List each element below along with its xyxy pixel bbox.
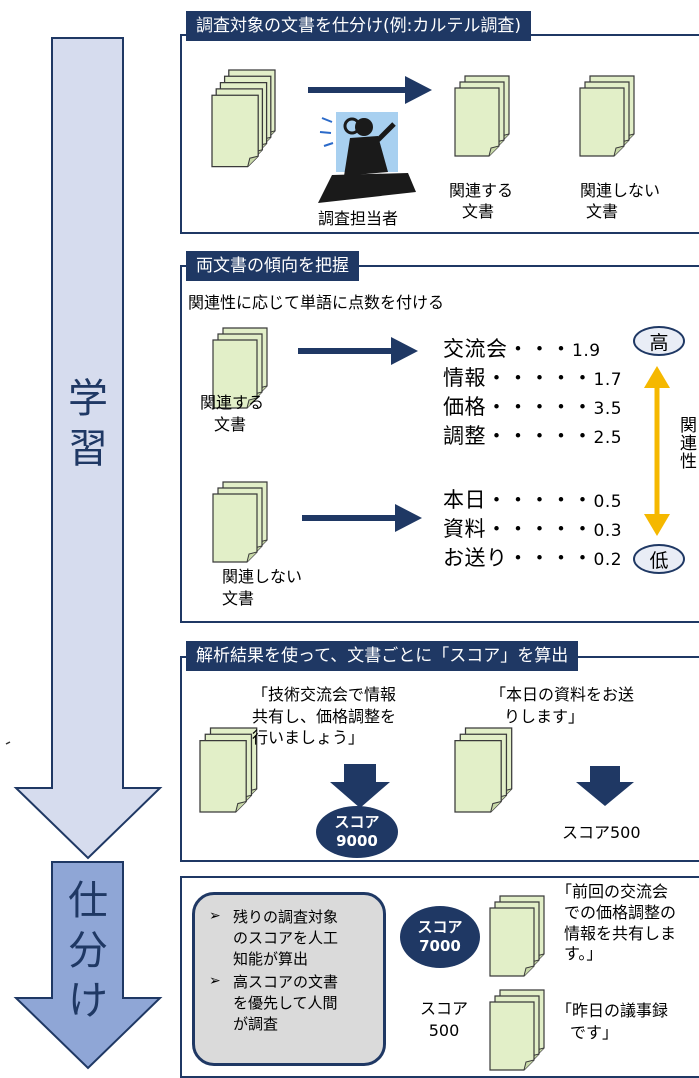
quote2-line: りします」 (504, 706, 585, 726)
tick-mark (5, 741, 11, 745)
related-doc-label-2: 文書 (462, 202, 495, 221)
keyword-row: 調整・・・・・2.5 (443, 420, 622, 450)
section2-title: 両文書の傾向を把握 (186, 251, 359, 281)
keyword-score: 3.5 (593, 399, 623, 419)
bullet-line: 残りの調査対象 (233, 908, 339, 926)
keyword-score: 1.9 (572, 341, 601, 361)
relevance-char: 連 (680, 433, 697, 454)
score-value: 9000 (336, 832, 378, 850)
quote1: 「技術交流会で情報 共有し、価格調整を 行いましょう」 (252, 684, 396, 749)
quote-line: での価格調整の (564, 902, 677, 922)
section1-graphics (212, 70, 634, 203)
bullet-line: のスコアを人工 (233, 929, 339, 947)
quote1-line: 「技術交流会で情報 (252, 685, 397, 704)
keyword-word: お送り・・・・ (443, 546, 594, 570)
keyword-row: 情報・・・・・1.7 (443, 362, 622, 392)
keyword-score: 0.5 (593, 492, 623, 512)
quote2-line: 「本日の資料をお送 (490, 685, 635, 704)
relevance-label: 関 連 性 (680, 416, 697, 472)
keyword-row: 価格・・・・・3.5 (443, 391, 622, 421)
relevance-char: 性 (680, 451, 697, 472)
bullet-line: が調査 (233, 1015, 279, 1033)
sorting-char-2: 分 (68, 928, 108, 974)
keyword-word: 本日・・・・・ (443, 488, 594, 512)
sorting-char-3: け (68, 978, 108, 1024)
high-badge: 高 (633, 326, 685, 356)
learning-arrow (13, 37, 163, 860)
keyword-word: 調整・・・・・ (443, 424, 594, 448)
quote-line: 「前回の交流会 (556, 882, 669, 901)
quote-line: 情報を共有しま (564, 923, 677, 943)
keyword-row: 本日・・・・・0.5 (443, 484, 622, 514)
quote-low: 「昨日の議事録 です」 (556, 1000, 668, 1043)
section3-graphics (200, 728, 634, 812)
quote-line: 「昨日の議事録 (556, 1001, 669, 1020)
s2-related-label-2: 文書 (214, 415, 247, 434)
keyword-row: 交流会・・・1.9 (443, 333, 601, 363)
keyword-score: 2.5 (593, 428, 623, 448)
section4-graphics (490, 896, 544, 1070)
section3-title: 解析結果を使って、文書ごとに「スコア」を算出 (186, 641, 579, 671)
quote1-line: 行いましょう」 (252, 728, 365, 748)
sorting-char-1: 仕 (68, 878, 108, 924)
s2-unrelated-label-1: 関連しない (222, 567, 303, 586)
relevance-char: 関 (680, 416, 697, 436)
bullet-line: 知能が算出 (233, 950, 309, 968)
bullet-line: を優先して人間 (233, 994, 338, 1012)
bullet-arrow-icon: ➢ (209, 973, 221, 989)
keyword-score: 0.3 (593, 521, 623, 541)
quote-high: 「前回の交流会 での価格調整の 情報を共有しま す。」 (556, 882, 676, 965)
score-label: スコア (420, 999, 469, 1018)
quote-line: です」 (570, 1022, 619, 1042)
bullet-line: 高スコアの文書 (233, 973, 339, 991)
score-label: スコア (334, 813, 380, 832)
keyword-word: 価格・・・・・ (443, 395, 594, 419)
summary-box: ➢ 残りの調査対象 のスコアを人工 知能が算出 ➢ 高スコアの文書 を優先して人… (192, 892, 386, 1066)
unrelated-doc-label-1: 関連しない (580, 181, 661, 200)
quote-line: す。」 (564, 944, 603, 964)
low-badge: 低 (633, 544, 685, 574)
learning-char-1: 学 (68, 376, 108, 422)
score-value: 7000 (419, 937, 461, 955)
sorting-arrow (13, 861, 163, 1070)
investigator-label: 調査担当者 (318, 209, 399, 228)
quote1-line: 共有し、価格調整を (252, 706, 397, 726)
related-doc-label-1: 関連する (449, 181, 514, 200)
score-500-text: スコア 500 (420, 998, 468, 1041)
keyword-row: お送り・・・・0.2 (443, 542, 622, 572)
keyword-row: 資料・・・・・0.3 (443, 513, 622, 543)
unrelated-doc-label-2: 文書 (586, 202, 619, 221)
summary-bullet-1: ➢ 残りの調査対象 のスコアを人工 知能が算出 (209, 907, 373, 970)
learning-char-2: 習 (68, 426, 108, 472)
keyword-score: 0.2 (593, 550, 623, 570)
keyword-word: 資料・・・・・ (443, 517, 594, 541)
score-9000-badge: スコア 9000 (316, 806, 398, 858)
summary-bullet-2: ➢ 高スコアの文書 を優先して人間 が調査 (209, 972, 373, 1035)
quote2: 「本日の資料をお送 りします」 (490, 684, 634, 727)
score-7000-badge: スコア 7000 (400, 906, 480, 968)
score-label: スコア (417, 918, 463, 937)
section2-subtitle: 関連性に応じて単語に点数を付ける (188, 293, 445, 312)
score-value: 500 (428, 1020, 460, 1040)
s2-unrelated-label-2: 文書 (222, 589, 255, 608)
keyword-score: 1.7 (593, 370, 623, 390)
section2-graphics (213, 328, 670, 562)
section1-title: 調査対象の文書を仕分け(例:カルテル調査) (186, 11, 531, 41)
bullet-arrow-icon: ➢ (209, 908, 221, 924)
s2-related-label-1: 関連する (200, 393, 265, 412)
keyword-word: 交流会・・・ (443, 337, 572, 361)
score-500-label: スコア500 (562, 823, 641, 842)
keyword-word: 情報・・・・・ (443, 366, 594, 390)
